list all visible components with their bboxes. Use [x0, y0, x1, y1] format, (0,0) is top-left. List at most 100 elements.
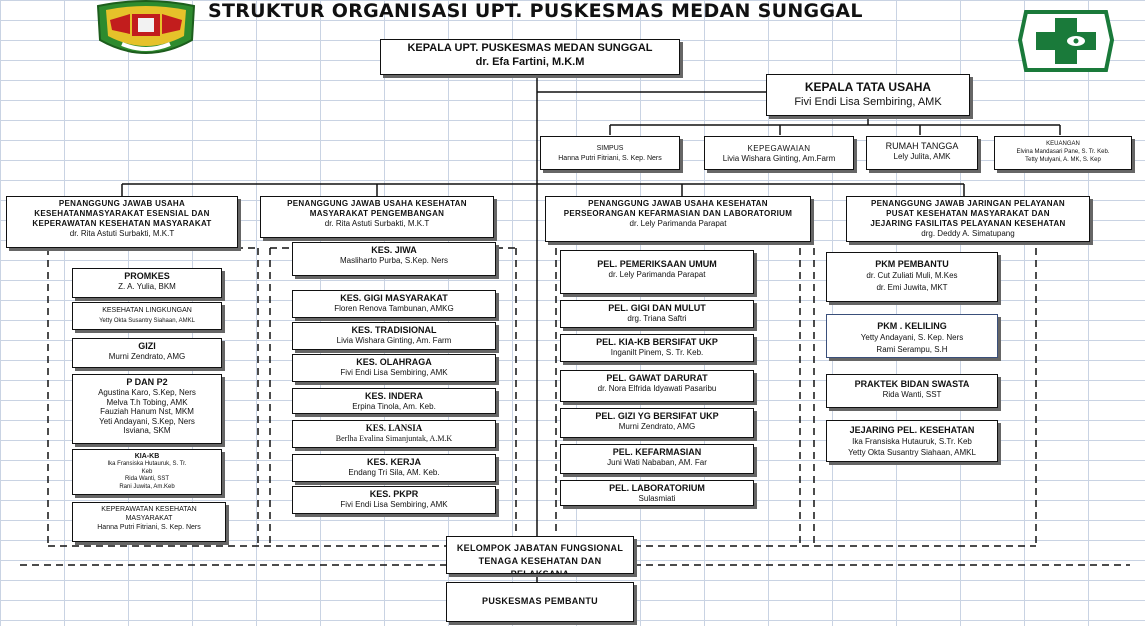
unit-title: PEL. GIGI DAN MULUT: [608, 303, 706, 313]
col3-unit-gizi-ukp: PEL. GIZI YG BERSIFAT UKP Murni Zendrato…: [560, 408, 754, 438]
unit-staff: Sulasmiati: [638, 494, 676, 503]
unit-title: KES. GIGI MASYARAKAT: [340, 293, 448, 303]
col2-unit-jiwa: KES. JIWA Masliharto Purba, S.Kep. Ners: [292, 242, 496, 276]
department-title: PENANGGUNG JAWAB USAHA KESEHATAN MASYARA…: [287, 199, 467, 218]
tu-unit-kepegawaian: KEPEGAWAIAN Livia Wishara Ginting, Am.Fa…: [704, 136, 854, 170]
head-name: dr. Efa Fartini, M.K.M: [475, 56, 585, 68]
unit-title: PEL. LABORATORIUM: [609, 483, 705, 493]
unit-staff: Yetty Andayani, S. Kep. Ners Rami Seramp…: [860, 333, 964, 354]
unit-title: KES. TRADISIONAL: [351, 325, 437, 335]
unit-staff: Hanna Putri Fitriani, S. Kep. Ners: [97, 524, 201, 531]
unit-staff: Yetty Okta Susantry Siahaan, AMKL: [99, 318, 195, 324]
puskesmas-pembantu-box: PUSKESMAS PEMBANTU: [446, 582, 634, 622]
unit-title: GIZI: [138, 341, 156, 351]
col4-unit-pkm-pembantu: PKM PEMBANTU dr. Cut Zuliati Muli, M.Kes…: [826, 252, 998, 302]
tata-usaha-box: KEPALA TATA USAHA Fivi Endi Lisa Sembiri…: [766, 74, 970, 116]
department-esensial: PENANGGUNG JAWAB USAHA KESEHATANMASYARAK…: [6, 196, 238, 248]
unit-staff: Agustina Karo, S.Kep, Ners Melva T.h Tob…: [98, 388, 196, 435]
tu-unit-title: KEUANGAN: [1046, 141, 1080, 147]
department-perseorangan: PENANGGUNG JAWAB USAHA KESEHATAN PERSEOR…: [545, 196, 811, 242]
col4-unit-bidan-swasta: PRAKTEK BIDAN SWASTA Rida Wanti, SST: [826, 374, 998, 408]
unit-staff: Murni Zendrato, AMG: [618, 422, 696, 431]
col2-unit-indera: KES. INDERA Erpina Tinola, Am. Keb.: [292, 388, 496, 414]
unit-title: KIA-KB: [134, 453, 160, 460]
unit-title: KES. INDERA: [364, 391, 423, 401]
unit-staff: Z. A. Yulia, BKM: [118, 282, 176, 291]
col3-unit-gawat-darurat: PEL. GAWAT DARURAT dr. Nora Elfrida Idya…: [560, 370, 754, 402]
col4-unit-jejaring: JEJARING PEL. KESEHATAN Ika Fransiska Hu…: [826, 420, 998, 462]
unit-staff: Ika Fransiska Hutauruk, S.Tr. Keb Yetty …: [848, 437, 976, 457]
col2-unit-gigi-masyarakat: KES. GIGI MASYARAKAT Floren Renova Tambu…: [292, 290, 496, 318]
unit-title: PRAKTEK BIDAN SWASTA: [854, 379, 970, 389]
head-title: KEPALA UPT. PUSKESMAS MEDAN SUNGGAL: [407, 42, 653, 54]
department-title: PENANGGUNG JAWAB JARINGAN PELAYANAN PUSA…: [870, 199, 1066, 228]
unit-title: PKM . KELILING: [877, 321, 947, 331]
unit-staff: Endang Tri Sila, AM. Keb.: [348, 468, 440, 477]
col2-unit-tradisional: KES. TRADISIONAL Livia Wishara Ginting, …: [292, 322, 496, 350]
col1-unit-gizi: GIZI Murni Zendrato, AMG: [72, 338, 222, 368]
unit-staff: Rida Wanti, SST: [882, 390, 942, 399]
unit-title: JEJARING PEL. KESEHATAN: [849, 425, 975, 435]
unit-title: KES. KERJA: [366, 457, 421, 467]
department-head-name: dr. Rita Astuti Surbakti, M.K.T: [324, 219, 430, 228]
col1-unit-p-dan-p2: P DAN P2 Agustina Karo, S.Kep, Ners Melv…: [72, 374, 222, 444]
col3-unit-gigi-mulut: PEL. GIGI DAN MULUT drg. Triana Saftri: [560, 300, 754, 328]
unit-title: PEL. KEFARMASIAN: [612, 447, 702, 457]
col1-unit-promkes: PROMKES Z. A. Yulia, BKM: [72, 268, 222, 298]
unit-staff: dr. Nora Elfrida Idyawati Pasaribu: [597, 384, 717, 393]
tu-unit-title: RUMAH TANGGA: [885, 141, 959, 151]
unit-title: KESEHATAN LINGKUNGAN: [102, 307, 192, 314]
col1-unit-kesling: KESEHATAN LINGKUNGAN Yetty Okta Susantry…: [72, 302, 222, 330]
tu-unit-name: Lely Julita, AMK: [893, 152, 951, 161]
col3-unit-kia-kb-ukp: PEL. KIA-KB BERSIFAT UKP Inganilt Pinem,…: [560, 334, 754, 362]
unit-staff: Berlha Evalina Simanjuntak, A.M.K: [335, 434, 453, 443]
department-title: PENANGGUNG JAWAB USAHA KESEHATANMASYARAK…: [32, 199, 212, 228]
tu-unit-title: SIMPUS: [596, 145, 624, 152]
unit-staff: Floren Renova Tambunan, AMKG: [334, 304, 454, 313]
page-title: STRUKTUR ORGANISASI UPT. PUSKESMAS MEDAN…: [208, 0, 863, 22]
unit-title: KES. JIWA: [371, 245, 417, 255]
kelompok-fungsional-box: KELOMPOK JABATAN FUNGSIONAL TENAGA KESEH…: [446, 536, 634, 574]
tata-usaha-name: Fivi Endi Lisa Sembiring, AMK: [794, 96, 942, 108]
unit-title: KES. OLAHRAGA: [356, 357, 432, 367]
unit-staff: Ika Fransiska Hutauruk, S. Tr. Keb Rida …: [107, 461, 187, 490]
head-of-puskesmas-box: KEPALA UPT. PUSKESMAS MEDAN SUNGGAL dr. …: [380, 39, 680, 75]
unit-staff: Juni Wati Nababan, AM. Far: [607, 458, 707, 467]
unit-staff: drg. Triana Saftri: [627, 314, 687, 323]
tata-usaha-title: KEPALA TATA USAHA: [804, 80, 932, 94]
department-jaringan: PENANGGUNG JAWAB JARINGAN PELAYANAN PUSA…: [846, 196, 1090, 242]
unit-title: KES. PKPR: [369, 489, 419, 499]
department-head-name: dr. Rita Astuti Surbakti, M.K.T: [69, 229, 175, 238]
department-head-name: drg. Deddy A. Simatupang: [921, 229, 1015, 238]
fungsional-title: KELOMPOK JABATAN FUNGSIONAL TENAGA KESEH…: [456, 543, 624, 574]
unit-title: PEL. PEMERIKSAAN UMUM: [597, 259, 717, 269]
col3-unit-pemeriksaan-umum: PEL. PEMERIKSAAN UMUM dr. Lely Parimanda…: [560, 250, 754, 294]
col4-unit-pkm-keliling: PKM . KELILING Yetty Andayani, S. Kep. N…: [826, 314, 998, 358]
unit-title: P DAN P2: [126, 377, 168, 387]
unit-staff: dr. Lely Parimanda Parapat: [608, 270, 706, 279]
col3-unit-kefarmasian: PEL. KEFARMASIAN Juni Wati Nababan, AM. …: [560, 444, 754, 474]
tu-unit-keuangan: KEUANGAN Elvina Mandasari Pane, S. Tr. K…: [994, 136, 1132, 170]
tu-unit-name: Livia Wishara Ginting, Am.Farm: [722, 154, 836, 163]
unit-staff: Fivi Endi Lisa Sembiring, AMK: [340, 500, 448, 509]
tu-unit-rumah-tangga: RUMAH TANGGA Lely Julita, AMK: [866, 136, 978, 170]
col1-unit-kia-kb: KIA-KB Ika Fransiska Hutauruk, S. Tr. Ke…: [72, 449, 222, 495]
unit-title: PEL. GAWAT DARURAT: [606, 373, 708, 383]
unit-title: PKM PEMBANTU: [875, 259, 949, 269]
unit-staff: Erpina Tinola, Am. Keb.: [352, 402, 436, 411]
department-head-name: dr. Lely Parimanda Parapat: [629, 219, 727, 228]
unit-staff: dr. Cut Zuliati Muli, M.Kes dr. Emi Juwi…: [866, 271, 958, 292]
unit-staff: Inganilt Pinem, S. Tr. Keb.: [610, 348, 704, 357]
col2-unit-olahraga: KES. OLAHRAGA Fivi Endi Lisa Sembiring, …: [292, 354, 496, 382]
medan-city-emblem-logo: [96, 0, 196, 54]
tu-unit-name: Elvina Mandasari Pane, S. Tr. Keb. Tetty…: [1016, 149, 1110, 163]
unit-title: PEL. KIA-KB BERSIFAT UKP: [596, 337, 718, 347]
tu-unit-simpus: SIMPUS Hanna Putri Fitriani, S. Kep. Ner…: [540, 136, 680, 170]
tu-unit-title: KEPEGAWAIAN: [747, 144, 811, 153]
unit-staff: Masliharto Purba, S.Kep. Ners: [339, 256, 449, 265]
tu-unit-name: Hanna Putri Fitriani, S. Kep. Ners: [558, 155, 662, 162]
unit-title: PROMKES: [124, 271, 170, 281]
unit-staff: Livia Wishara Ginting, Am. Farm: [336, 336, 452, 345]
unit-title: KES. LANSIA: [365, 423, 423, 433]
